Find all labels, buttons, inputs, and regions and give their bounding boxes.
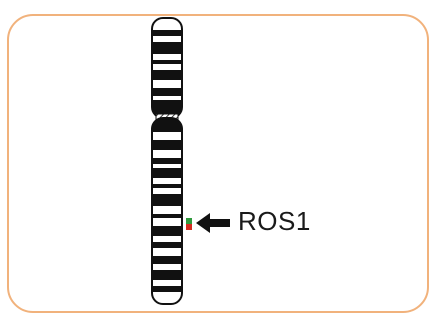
figure-frame: [7, 14, 429, 313]
band: [152, 60, 182, 64]
q-arm-outline: [151, 117, 183, 305]
band: [152, 158, 182, 164]
band: [152, 70, 182, 80]
band: [152, 118, 182, 132]
band: [152, 184, 182, 188]
band: [152, 194, 182, 206]
band: [152, 286, 182, 292]
band: [152, 88, 182, 96]
chromosome-p-arm: [152, 18, 182, 118]
gene-label: ROS1: [238, 206, 311, 236]
band: [152, 214, 182, 218]
gene-locus-marker: [186, 218, 192, 230]
band: [152, 256, 182, 264]
chromosome-q-arm: [152, 118, 182, 304]
band: [152, 226, 182, 236]
band: [152, 270, 182, 280]
band: [152, 168, 182, 178]
band: [152, 42, 182, 54]
band: [152, 100, 182, 114]
band: [152, 242, 182, 248]
band: [152, 30, 182, 36]
band: [152, 140, 182, 150]
arrow-left-icon: [196, 213, 230, 233]
